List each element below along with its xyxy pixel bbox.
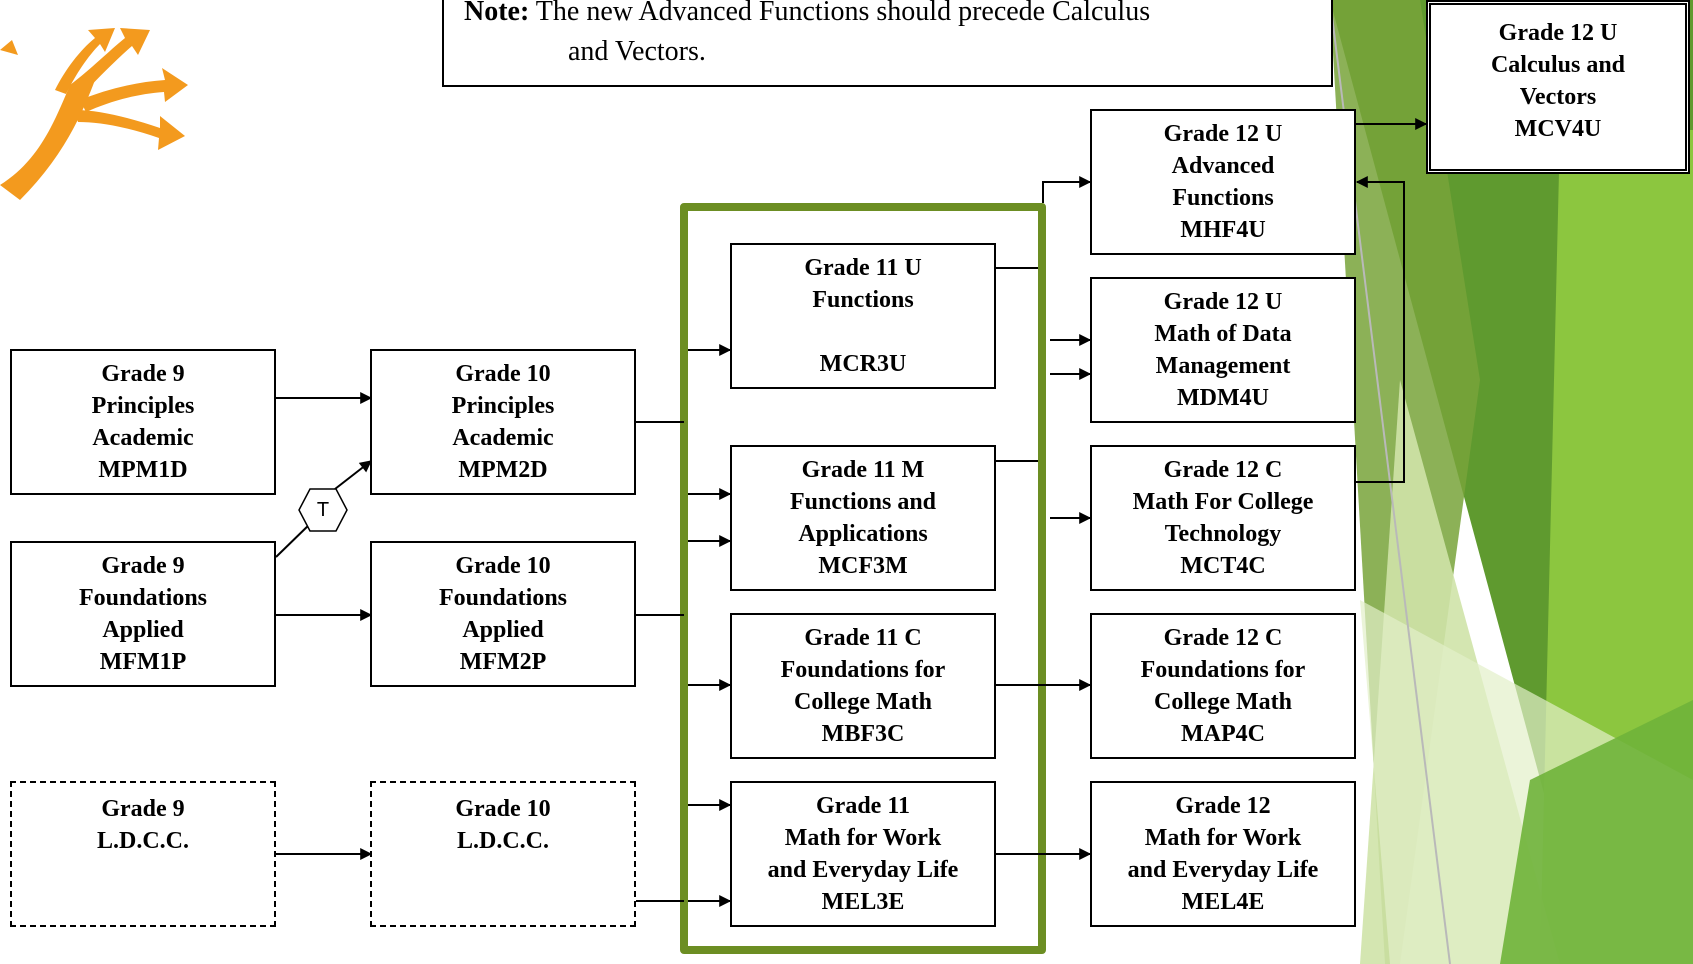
course-line: Vectors: [1519, 84, 1597, 110]
course-line: Grade 12: [1175, 793, 1271, 819]
course-line: Grade 12 U: [1498, 20, 1618, 46]
course-line: Grade 9: [101, 796, 185, 822]
course-line: Foundations: [78, 585, 208, 611]
course-line: Grade 12 C: [1163, 457, 1283, 483]
course-line: Grade 11 C: [804, 625, 922, 651]
course-line: Math For College: [1132, 489, 1314, 515]
course-line: Grade 11: [816, 793, 910, 819]
course-line: Grade 10: [455, 796, 551, 822]
course-line: Grade 11 M: [801, 457, 925, 483]
course-grade12-college-technology[interactable]: Grade 12 C Math For College Technology M…: [1090, 445, 1356, 591]
course-line: Applications: [798, 521, 928, 547]
course-line: Grade 10: [455, 361, 551, 387]
course-line: and Everyday Life: [1127, 857, 1319, 883]
course-code: MPM2D: [458, 457, 548, 483]
course-code: MCT4C: [1180, 553, 1266, 579]
course-line: Advanced: [1171, 153, 1275, 179]
course-code: MCF3M: [818, 553, 908, 579]
course-grade12-data-management[interactable]: Grade 12 U Math of Data Management MDM4U: [1090, 277, 1356, 423]
bg-green-accent: [1500, 700, 1693, 964]
course-line: and Everyday Life: [767, 857, 959, 883]
course-line: Principles: [451, 393, 555, 419]
course-line: Math for Work: [1144, 825, 1302, 851]
course-grade11-m-functions-applications[interactable]: Grade 11 M Functions and Applications MC…: [730, 445, 996, 591]
course-line: Academic: [92, 425, 194, 451]
note-line-1: The new Advanced Functions should preced…: [535, 0, 1151, 27]
course-line: Math of Data: [1154, 321, 1292, 347]
course-grade11-workplace[interactable]: Grade 11 Math for Work and Everyday Life…: [730, 781, 996, 927]
course-line: College Math: [1154, 689, 1292, 715]
course-code: MCR3U: [819, 351, 907, 377]
course-line: Functions: [812, 287, 914, 313]
transfer-label: T: [316, 498, 330, 521]
course-grade9-academic[interactable]: Grade 9 Principles Academic MPM1D: [10, 349, 276, 495]
course-code: MCV4U: [1514, 116, 1602, 142]
course-grade12-foundations-college[interactable]: Grade 12 C Foundations for College Math …: [1090, 613, 1356, 759]
course-grade10-ldcc[interactable]: Grade 10 L.D.C.C.: [370, 781, 636, 927]
note-line-2: and Vectors.: [568, 36, 706, 67]
note-label: Note:: [464, 0, 530, 27]
course-code: MEL4E: [1181, 889, 1265, 915]
course-grade12-advanced-functions[interactable]: Grade 12 U Advanced Functions MHF4U: [1090, 109, 1356, 255]
course-line: Math for Work: [784, 825, 942, 851]
course-code: MHF4U: [1180, 217, 1266, 243]
transfer-course-hexagon: T: [298, 488, 348, 532]
course-grade9-ldcc[interactable]: Grade 9 L.D.C.C.: [10, 781, 276, 927]
note-box: Note: The new Advanced Functions should …: [442, 0, 1333, 87]
course-line: Functions and: [789, 489, 937, 515]
course-line: Foundations: [438, 585, 568, 611]
course-grade11-u-functions[interactable]: Grade 11 U Functions MCR3U: [730, 243, 996, 389]
grade-11-highlight-frame: [680, 203, 1046, 954]
course-line: Grade 12 C: [1163, 625, 1283, 651]
course-line: Grade 12 U: [1163, 121, 1283, 147]
course-line: Academic: [452, 425, 554, 451]
course-line: Principles: [91, 393, 195, 419]
course-line: Applied: [102, 617, 184, 643]
course-grade10-academic[interactable]: Grade 10 Principles Academic MPM2D: [370, 349, 636, 495]
course-code: MEL3E: [821, 889, 905, 915]
course-line: Applied: [462, 617, 544, 643]
course-code: MFM1P: [99, 649, 187, 675]
course-line: L.D.C.C.: [456, 828, 549, 854]
course-grade12-workplace[interactable]: Grade 12 Math for Work and Everyday Life…: [1090, 781, 1356, 927]
course-code: MBF3C: [821, 721, 905, 747]
course-line: College Math: [794, 689, 932, 715]
course-line: Foundations for: [780, 657, 946, 683]
course-grade10-applied[interactable]: Grade 10 Foundations Applied MFM2P: [370, 541, 636, 687]
course-line: Calculus and: [1490, 52, 1626, 78]
course-line: Management: [1155, 353, 1291, 379]
course-line: Grade 9: [101, 553, 185, 579]
course-grade12-calculus-vectors[interactable]: Grade 12 U Calculus and Vectors MCV4U: [1426, 0, 1690, 174]
course-line: Grade 12 U: [1163, 289, 1283, 315]
course-line: Grade 11 U: [804, 255, 922, 281]
course-line: L.D.C.C.: [96, 828, 189, 854]
course-line: Functions: [1172, 185, 1274, 211]
orange-arrows-logo: [0, 28, 188, 200]
course-line: Grade 9: [101, 361, 185, 387]
course-code: MAP4C: [1181, 721, 1265, 747]
course-code: MPM1D: [98, 457, 188, 483]
course-grade9-applied[interactable]: Grade 9 Foundations Applied MFM1P: [10, 541, 276, 687]
course-line: Grade 10: [455, 553, 551, 579]
course-line: Technology: [1164, 521, 1282, 547]
course-grade11-c-foundations[interactable]: Grade 11 C Foundations for College Math …: [730, 613, 996, 759]
course-code: MFM2P: [459, 649, 547, 675]
course-code: MDM4U: [1177, 385, 1269, 411]
course-line: Foundations for: [1140, 657, 1306, 683]
